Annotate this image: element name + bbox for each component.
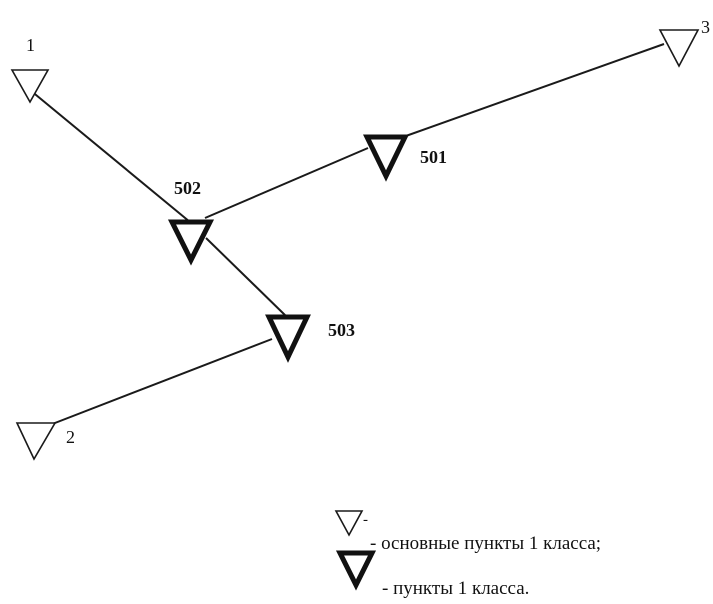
legend-main-text: - основные пункты 1 класса; [370,533,601,554]
point-501-triangle [363,134,409,182]
legend-class1-point: - пункты 1 класса. [335,550,529,599]
legend-main-point: - - основные пункты 1 класса; [334,510,601,554]
point-1-label: 1 [26,35,35,55]
point-1-triangle [10,69,50,104]
link-501-3 [402,43,665,138]
point-3-label: 3 [701,17,710,37]
legend: - - основные пункты 1 класса; - пункты 1… [334,510,601,599]
point-501: 501 [363,134,447,182]
link-503-2 [41,338,273,429]
network-links [29,43,665,429]
legend-main-suffix: - [363,512,368,528]
point-3-triangle [658,29,700,68]
point-2-triangle [15,422,57,461]
point-2-label: 2 [66,427,75,447]
point-503: 503 [265,314,355,363]
legend-class1-triangle [335,550,377,591]
link-1-502 [29,89,191,223]
point-3: 3 [658,17,710,68]
link-502-503 [205,237,289,319]
legend-class1-text: - пункты 1 класса. [382,578,529,599]
point-2: 2 [15,422,75,461]
point-502: 502 [167,178,215,266]
point-1: 1 [10,35,50,104]
point-502-triangle [167,219,215,266]
point-503-label: 503 [328,320,355,340]
point-503-triangle [265,314,311,363]
legend-main-triangle [334,510,364,537]
point-501-label: 501 [420,147,447,167]
point-502-label: 502 [174,178,201,198]
link-502-501 [204,147,369,219]
